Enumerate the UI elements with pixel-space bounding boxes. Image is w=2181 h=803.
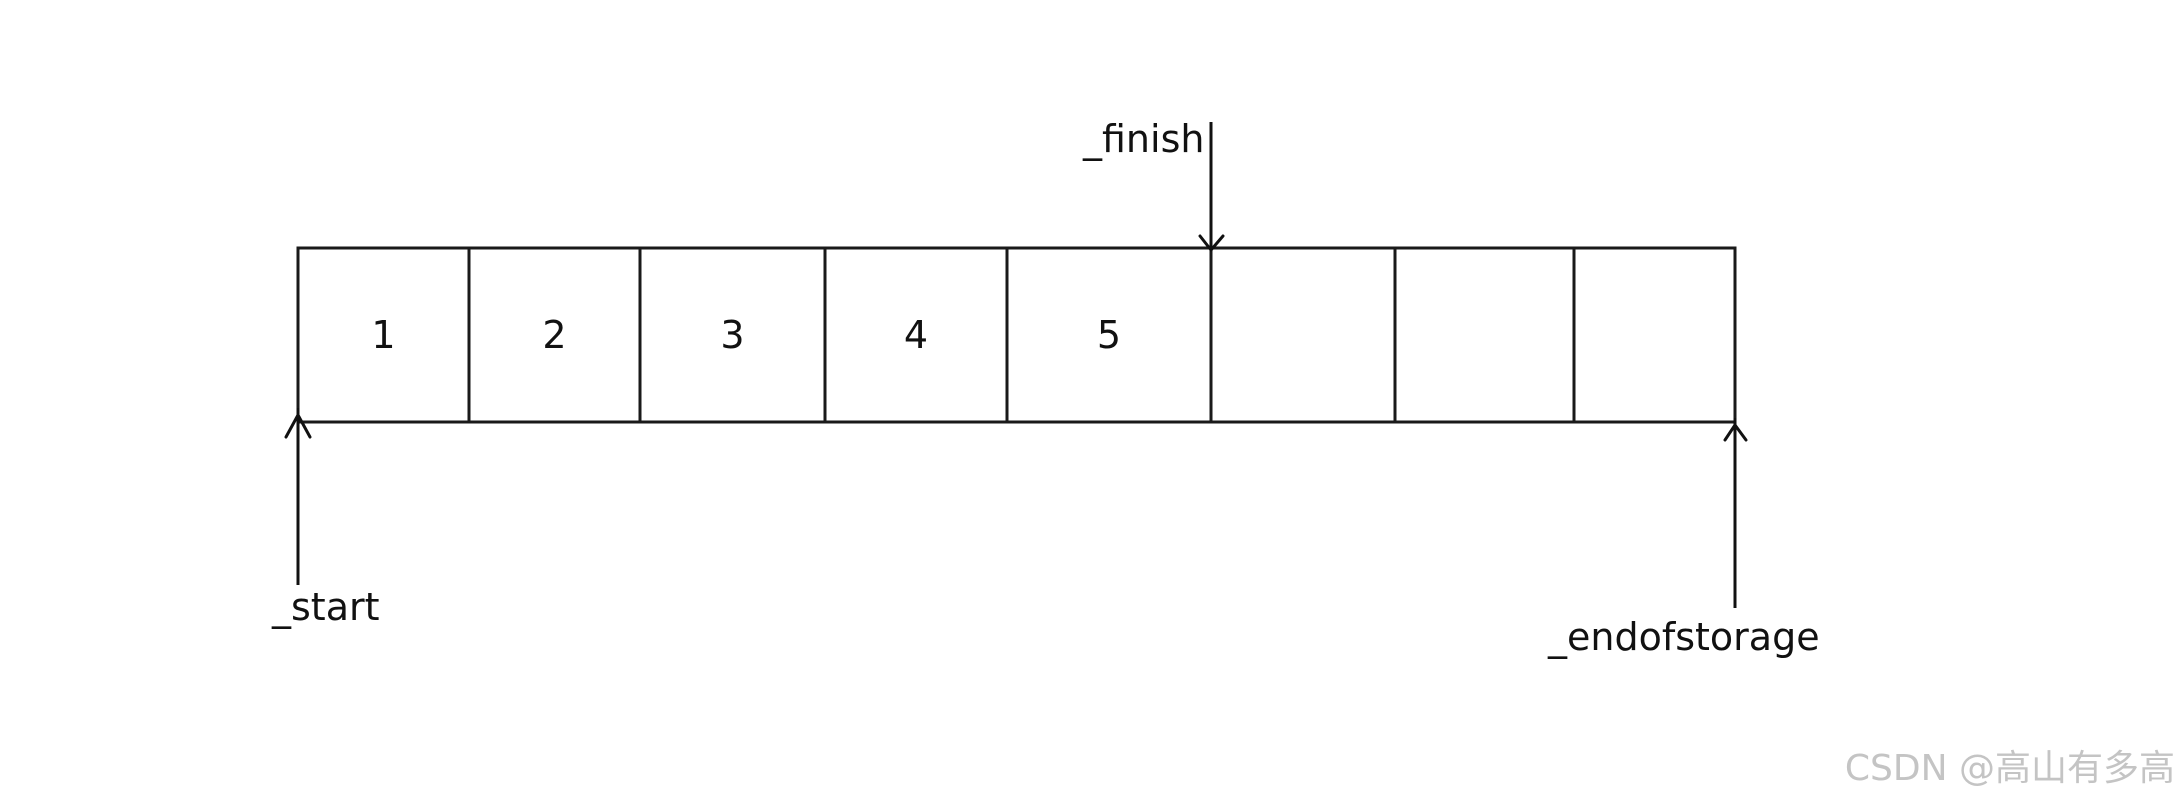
cell-value: 1 <box>371 313 395 357</box>
finish-arrowhead-icon <box>1198 234 1225 252</box>
storage-cell: 1 <box>296 246 471 424</box>
cell-value: 2 <box>542 313 566 357</box>
cell-value: 3 <box>720 313 744 357</box>
storage-cell <box>1572 246 1737 424</box>
cell-box <box>1393 246 1576 424</box>
storage-cell: 5 <box>1005 246 1213 424</box>
cell-box <box>1209 246 1397 424</box>
cell-value: 5 <box>1097 313 1121 357</box>
storage-cell <box>1209 246 1397 424</box>
endofstorage-arrowhead-icon <box>1723 423 1748 442</box>
finish-pointer: _finish <box>1082 117 1225 252</box>
storage-cells: 1 2 3 4 5 <box>296 246 1737 424</box>
cell-box <box>467 246 642 424</box>
cell-value: 4 <box>904 313 928 357</box>
storage-cell: 3 <box>638 246 827 424</box>
storage-cell: 2 <box>467 246 642 424</box>
storage-cell: 4 <box>823 246 1009 424</box>
start-label: _start <box>271 585 380 629</box>
start-arrowhead-icon <box>284 413 312 439</box>
csdn-watermark: CSDN @高山有多高 <box>1844 748 2175 789</box>
finish-label: _finish <box>1082 117 1204 161</box>
cell-box <box>638 246 827 424</box>
endofstorage-pointer: _endofstorage <box>1547 418 1820 659</box>
start-pointer: _start <box>271 408 380 629</box>
endofstorage-label: _endofstorage <box>1547 615 1820 659</box>
cell-box <box>296 246 471 424</box>
storage-cell <box>1393 246 1576 424</box>
cell-box <box>1005 246 1213 424</box>
cell-box <box>1572 246 1737 424</box>
